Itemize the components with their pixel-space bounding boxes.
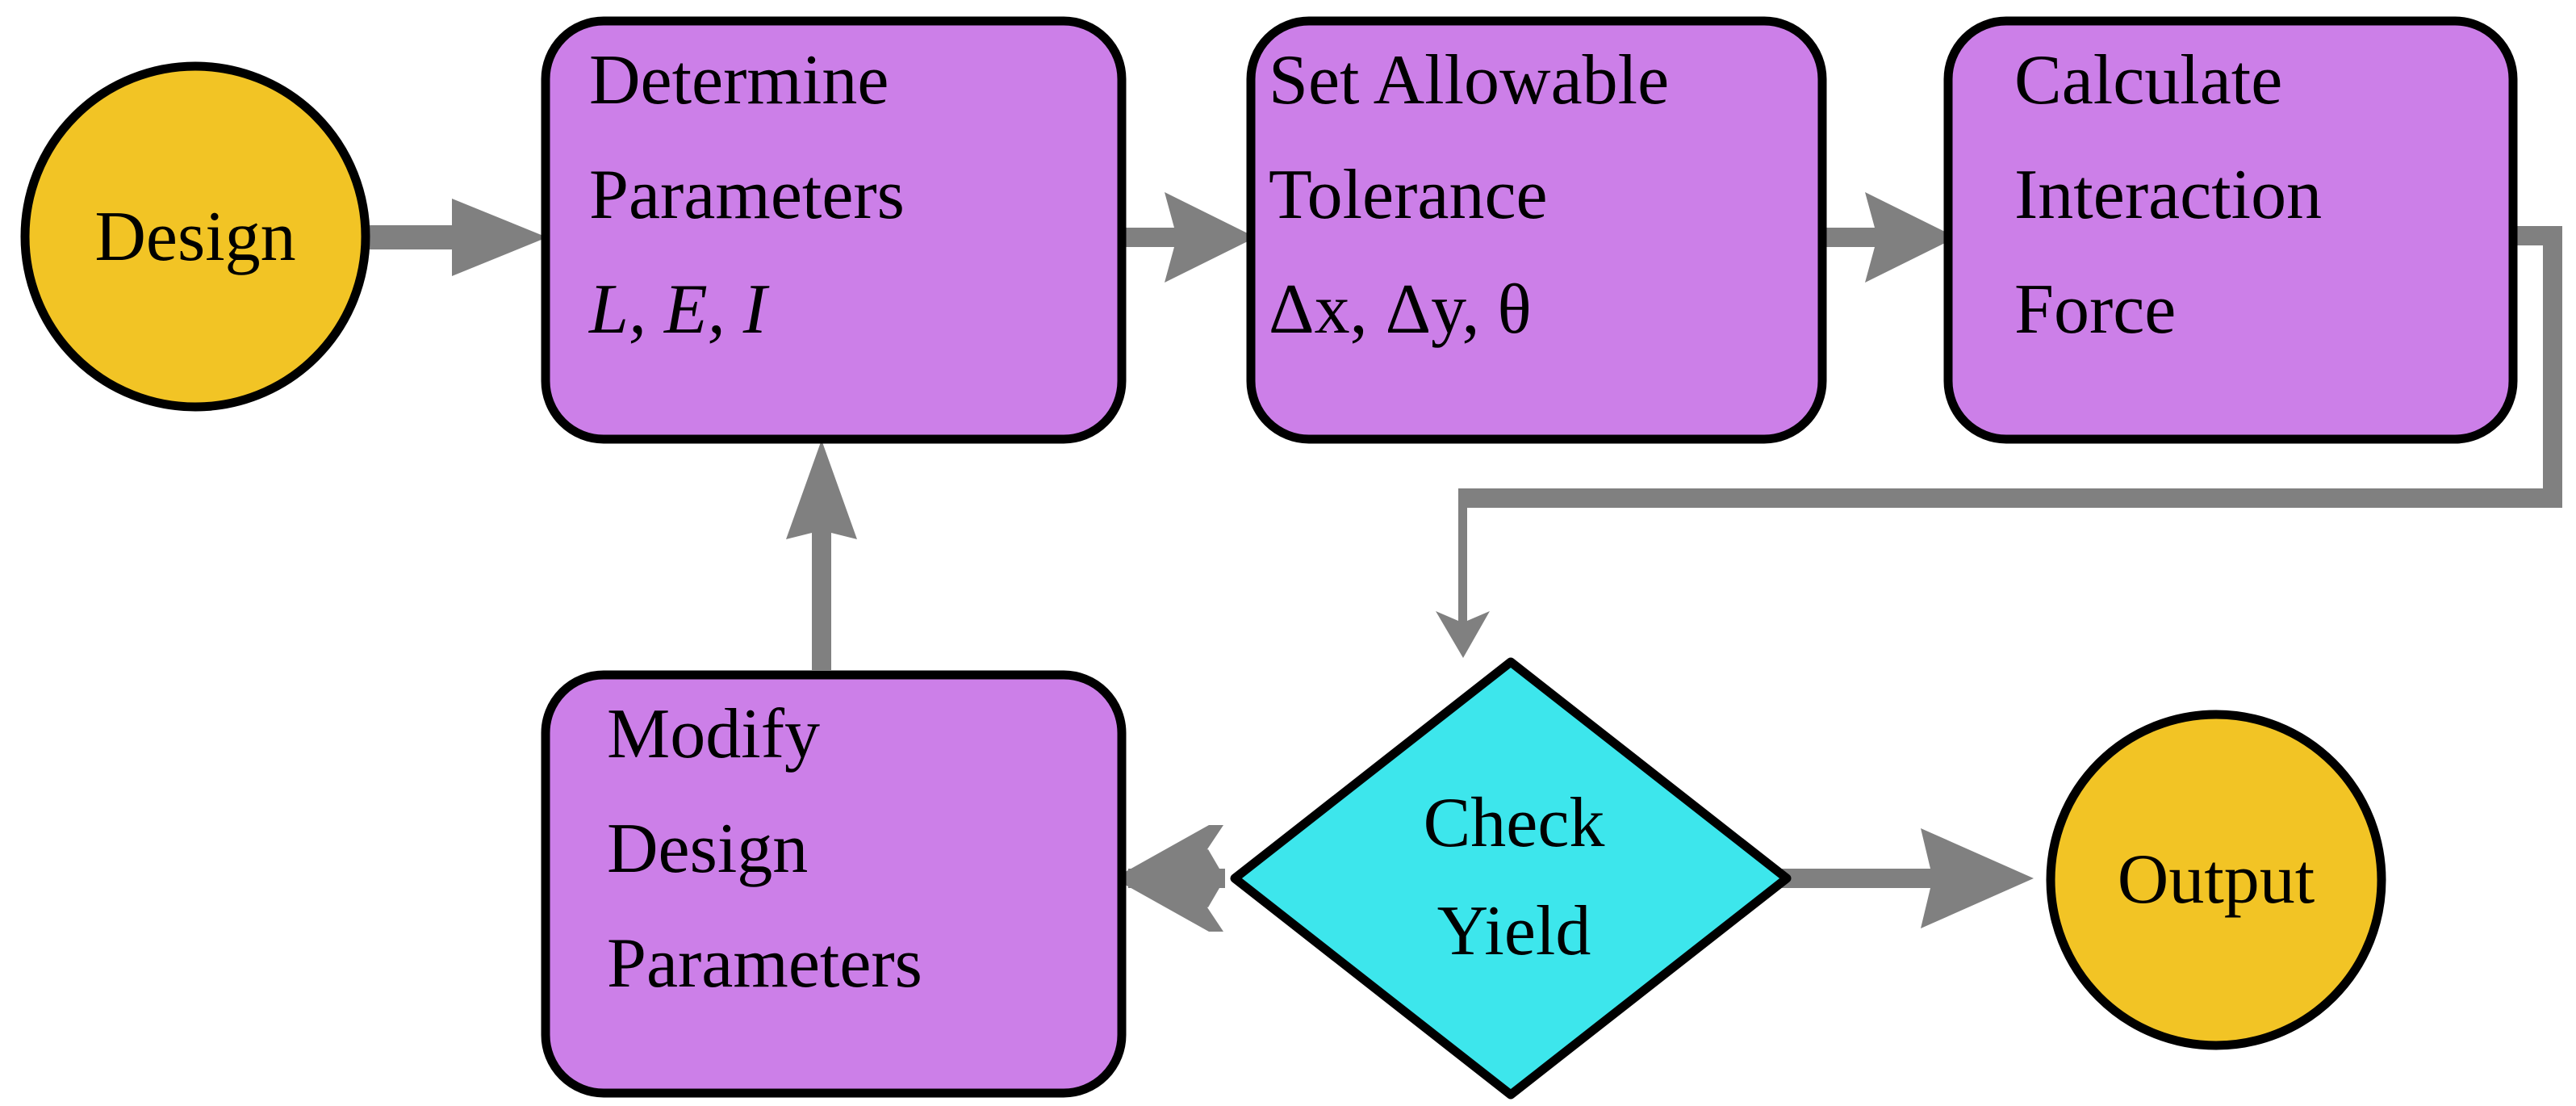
node-output[interactable]: Output (2046, 710, 2386, 1050)
set-allowable-tolerance-line-1: Set Allowable (1269, 41, 1669, 119)
calculate-interaction-force-line-3: Force (2014, 270, 2176, 349)
design-circle[interactable] (20, 61, 370, 412)
set-allowable-tolerance-box[interactable] (1246, 16, 1827, 444)
check-yield-line-2: Yield (1437, 892, 1591, 970)
output-label: Output (2118, 840, 2315, 919)
node-design[interactable]: Design (20, 61, 370, 412)
edge-determine-to-tolerance (1122, 192, 1256, 283)
set-allowable-tolerance-line-2: Tolerance (1269, 156, 1548, 234)
edge-design-to-determine (362, 199, 547, 276)
node-check-yield[interactable]: Check Yield (1230, 657, 1792, 1100)
node-set-allowable-tolerance[interactable]: Set Allowable Tolerance Δx, Δy, θ (1246, 16, 1827, 444)
design-label: Design (94, 198, 295, 276)
check-yield-diamond[interactable] (1230, 657, 1792, 1100)
node-modify-design-parameters[interactable]: Modify Design Parameters (541, 670, 1127, 1098)
modify-design-parameters-box[interactable] (541, 670, 1127, 1098)
determine-parameters-box[interactable] (541, 16, 1127, 444)
edge-modify-to-determine (786, 440, 857, 670)
calculate-interaction-force-line-1: Calculate (2014, 41, 2282, 119)
modify-design-parameters-line-3: Parameters (607, 924, 922, 1003)
calculate-interaction-force-box[interactable] (1943, 16, 2518, 444)
node-determine-parameters[interactable]: Determine Parameters L, E, I (541, 16, 1127, 444)
edge-check-to-output (1782, 828, 2034, 928)
calculate-interaction-force-line-2: Interaction (2014, 156, 2322, 234)
determine-parameters-line-1: Determine (589, 41, 889, 119)
set-allowable-tolerance-line-3: Δx, Δy, θ (1269, 270, 1532, 349)
check-yield-line-1: Check (1424, 784, 1605, 862)
determine-parameters-line-3: L, E, I (588, 270, 770, 349)
determine-parameters-line-2: Parameters (589, 156, 905, 234)
node-calculate-interaction-force[interactable]: Calculate Interaction Force (1943, 16, 2518, 444)
modify-design-parameters-line-1: Modify (607, 695, 820, 773)
modify-design-parameters-line-2: Design (607, 810, 808, 888)
output-circle[interactable] (2046, 710, 2386, 1050)
edge-tolerance-to-force (1822, 192, 1956, 283)
edge-check-to-modify (1114, 825, 1225, 932)
